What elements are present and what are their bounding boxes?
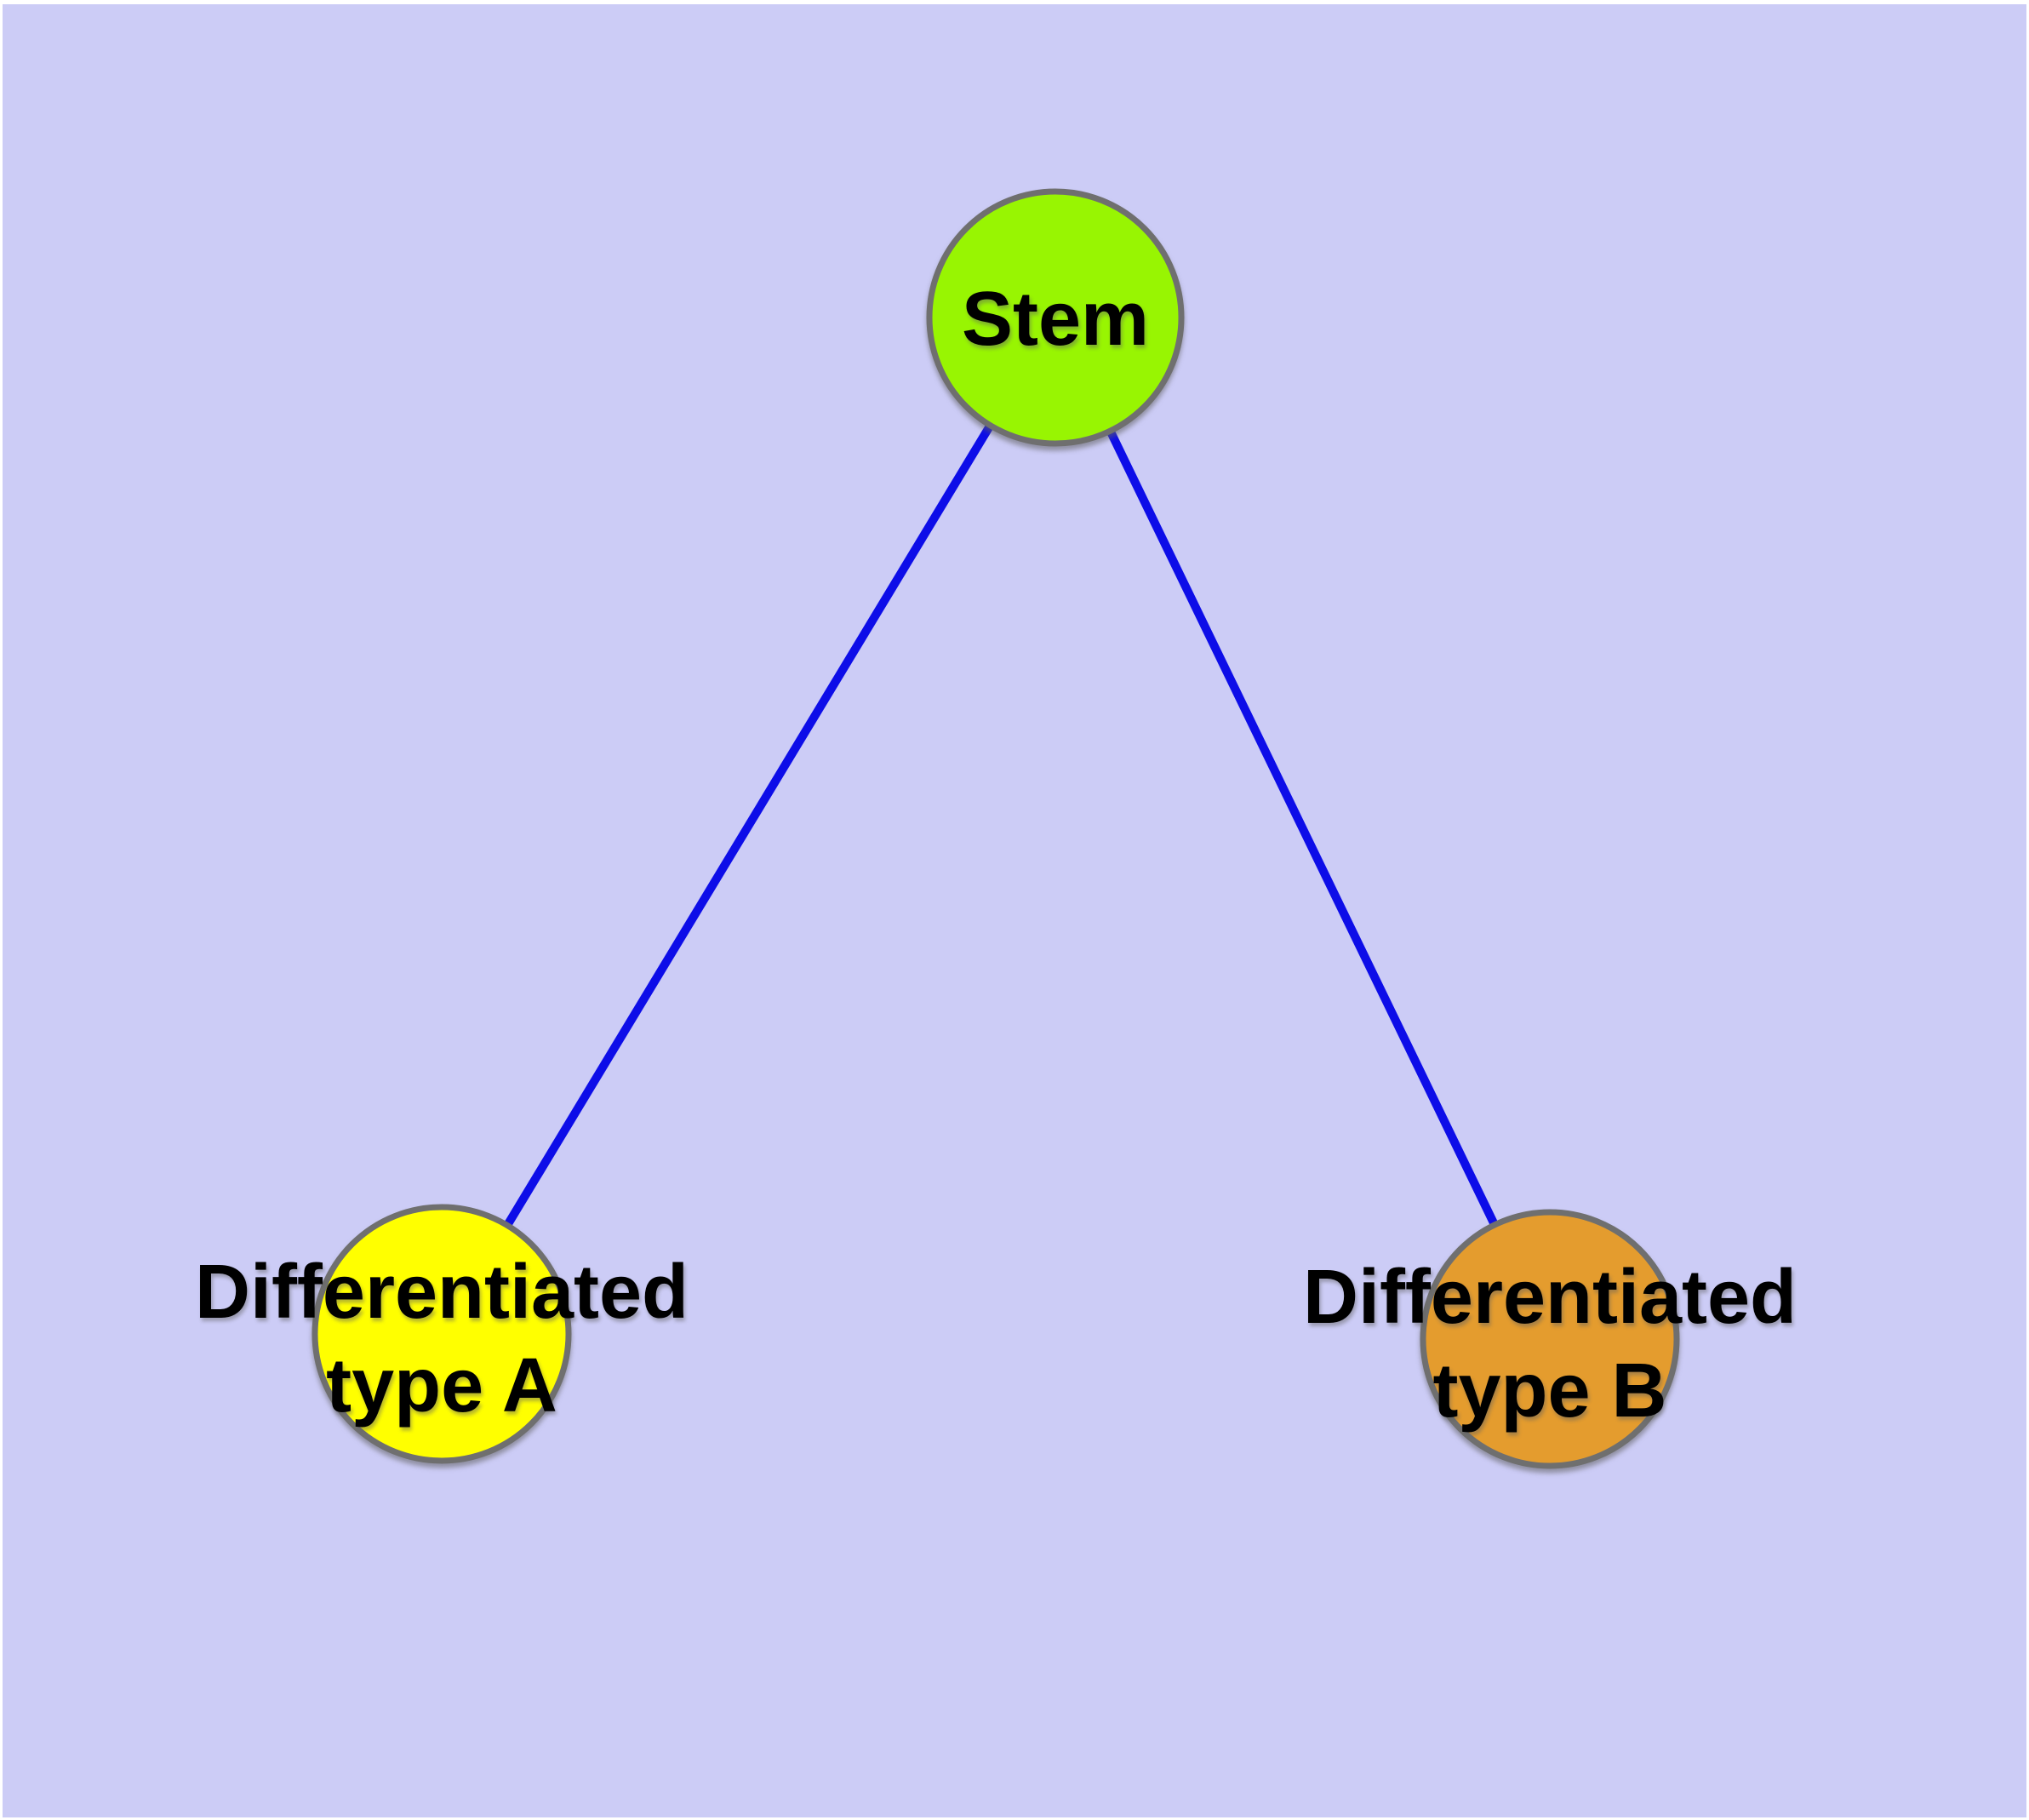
node-type-b-label-line-1: Differentiated: [1303, 1255, 1797, 1340]
node-differentiated-type-a[interactable]: [311, 1204, 572, 1464]
node-type-b-label-line-2: type B: [1432, 1348, 1666, 1434]
node-stem[interactable]: [926, 188, 1185, 447]
node-stem-label: Stem: [962, 277, 1149, 362]
node-type-a-label-line-1: Differentiated: [195, 1250, 689, 1335]
edge-stem-to-type-b: [1051, 315, 1554, 1342]
node-differentiated-type-b[interactable]: [1420, 1209, 1680, 1469]
node-type-a-label-line-2: type A: [326, 1343, 557, 1428]
edge-stem-to-type-a: [437, 315, 1060, 1336]
